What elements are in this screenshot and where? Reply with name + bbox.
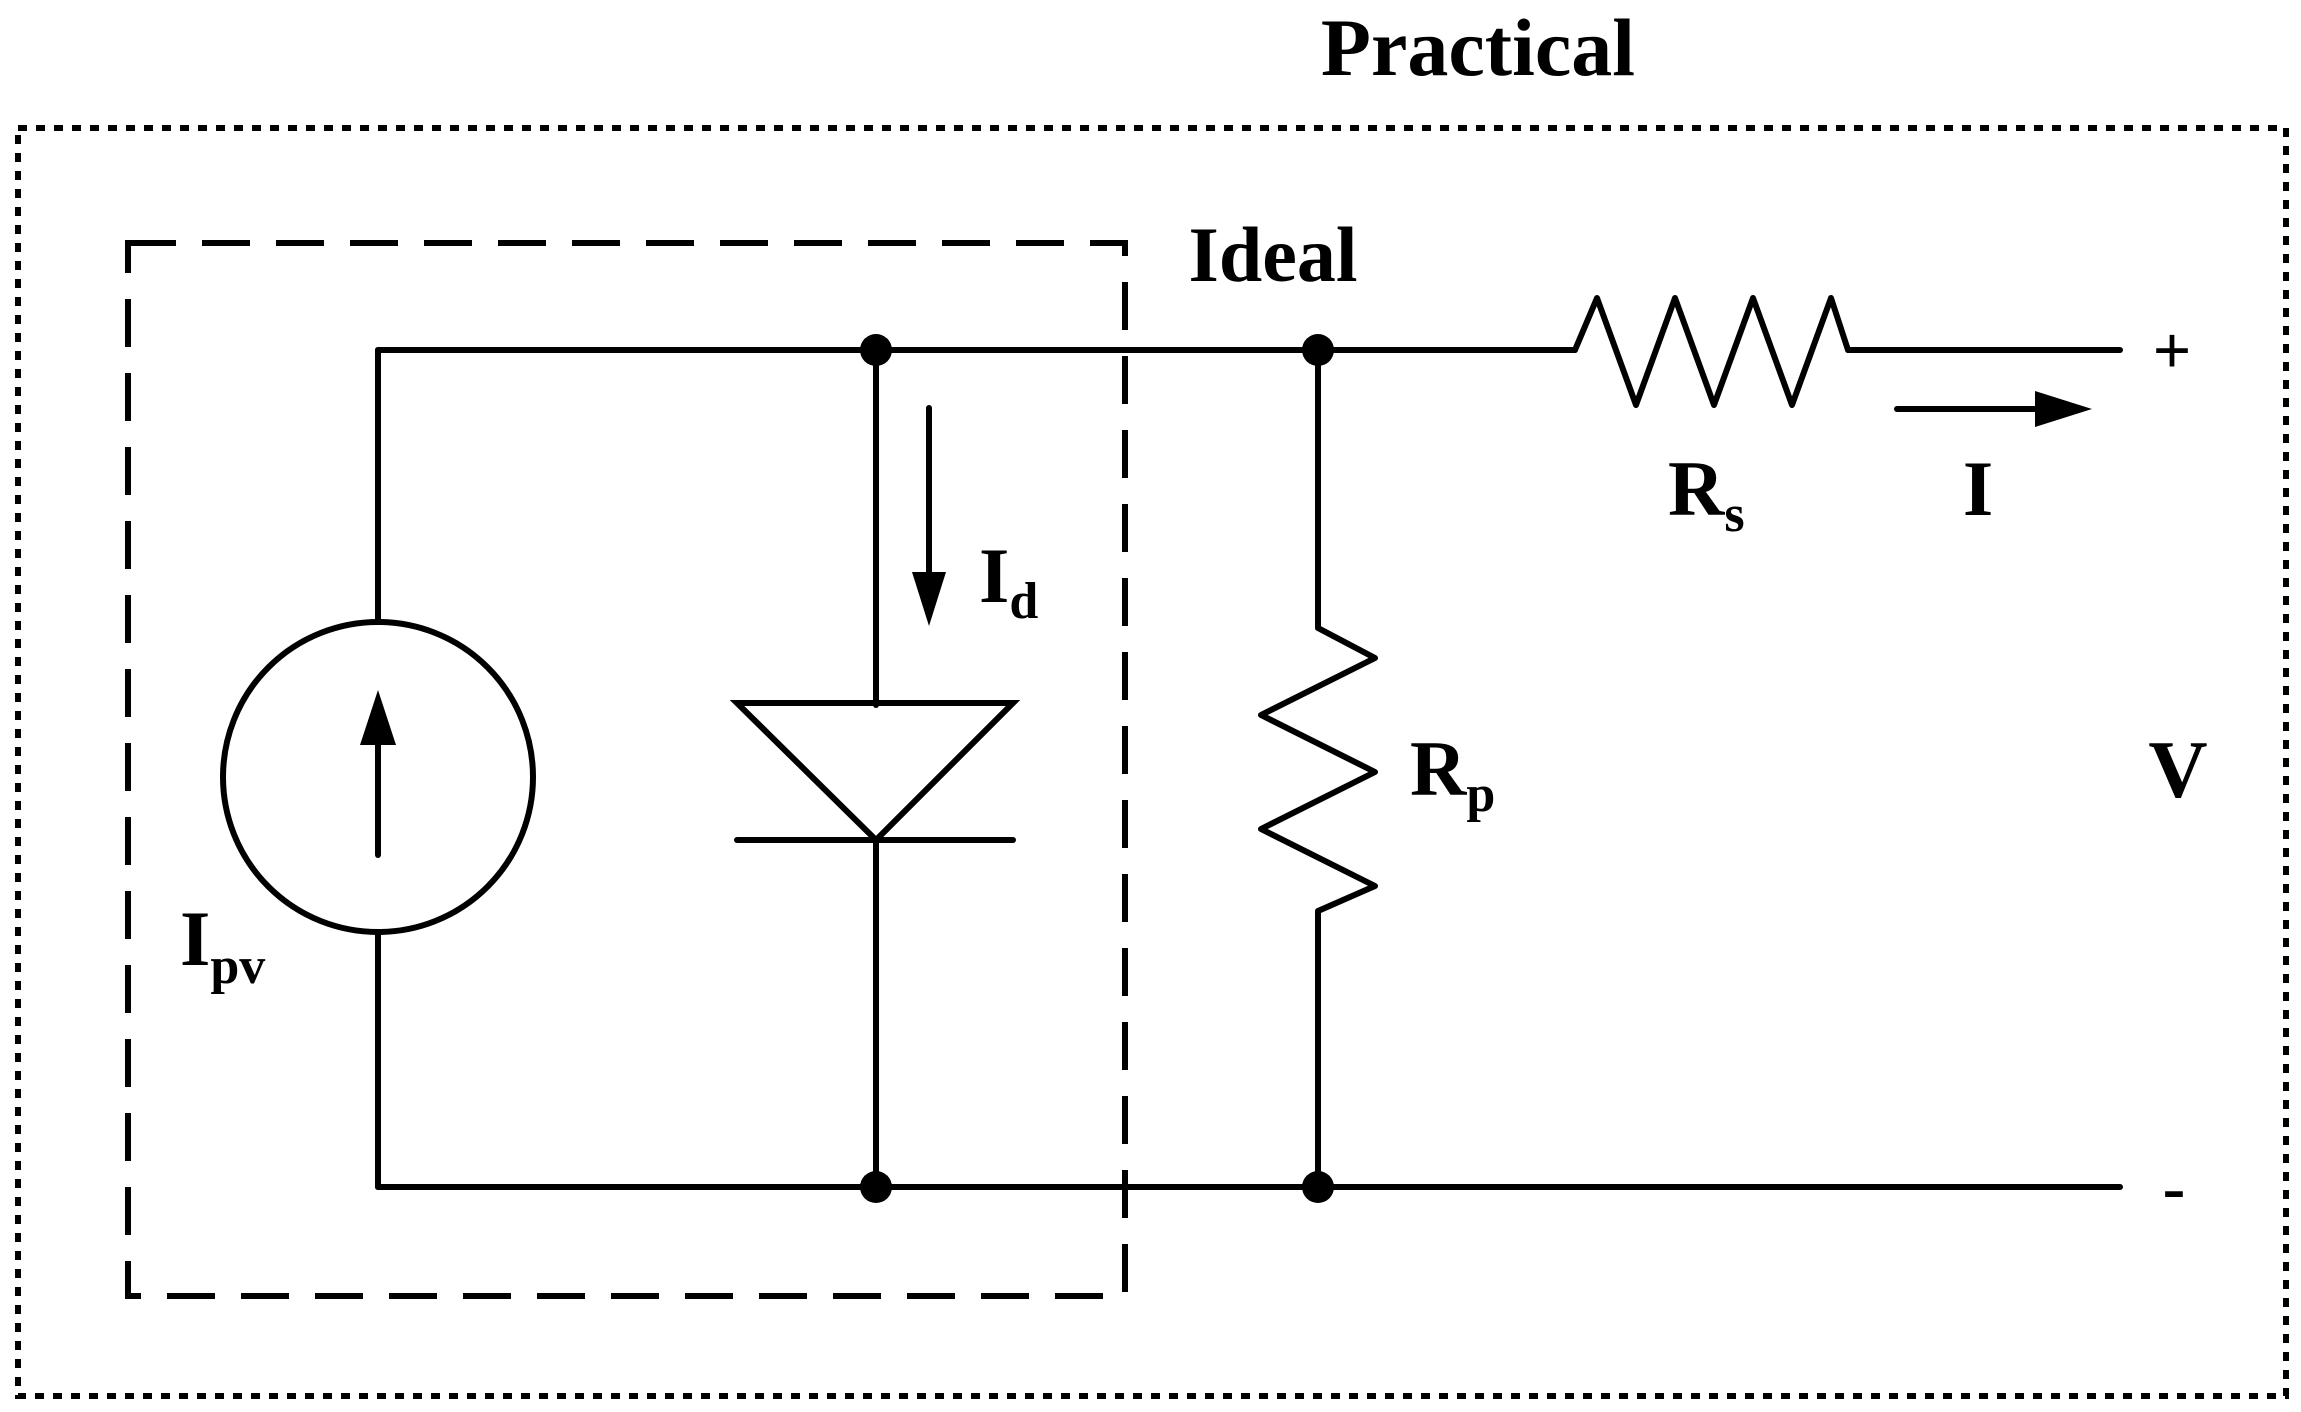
ideal-label: Ideal	[1188, 211, 1357, 298]
junction-dot	[860, 1171, 892, 1203]
diode-current-subscript: d	[1009, 573, 1038, 630]
series-resistor-label: Rs	[1668, 445, 1745, 543]
voltage-label: V	[2148, 724, 2207, 815]
series-resistor-subscript: s	[1724, 486, 1744, 543]
practical-boundary	[15, 125, 2289, 1399]
junction-dot	[1302, 1171, 1334, 1203]
output-current-label: I	[1963, 445, 1993, 532]
practical-label: Practical	[1321, 2, 1635, 93]
output-current-arrow-icon	[1894, 391, 2092, 427]
diode	[729, 347, 1021, 1190]
source-current-subscript: pv	[210, 938, 265, 995]
series-resistor	[1572, 295, 1851, 408]
ideal-boundary	[125, 240, 1128, 1299]
diode-current-arrow-icon	[912, 405, 946, 626]
current-source	[220, 347, 536, 1190]
diode-current-label: Id	[979, 532, 1038, 630]
source-current-label: Ipv	[180, 895, 265, 995]
positive-terminal-label: +	[2153, 312, 2192, 388]
junction-dot	[1302, 334, 1334, 366]
parallel-resistor-subscript: p	[1466, 766, 1495, 823]
source-arrow-icon	[360, 690, 396, 745]
negative-terminal-label: -	[2163, 1149, 2186, 1225]
parallel-resistor-label: Rp	[1410, 725, 1495, 823]
junction-dot	[860, 334, 892, 366]
parallel-resistor	[1258, 347, 1378, 1190]
